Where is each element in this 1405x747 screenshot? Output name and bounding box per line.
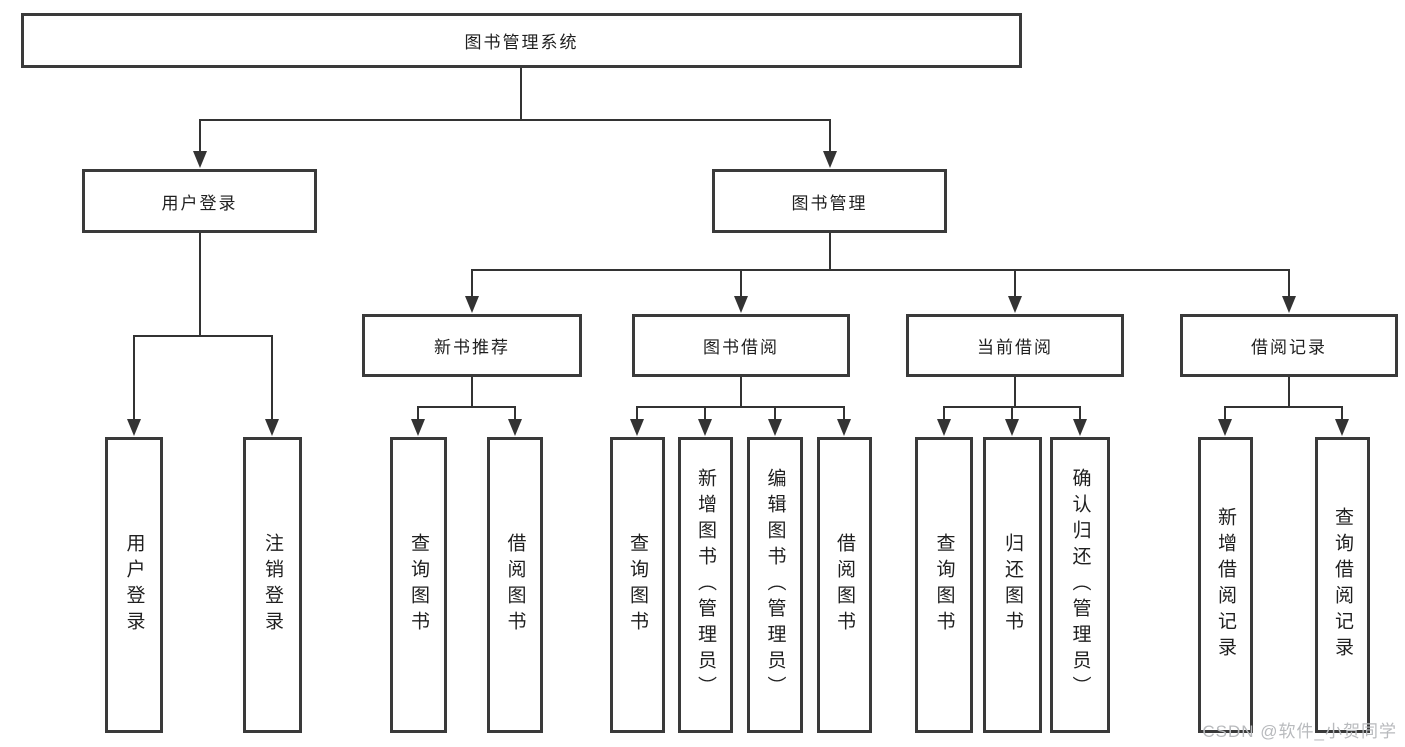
connector-br-crossbar	[1224, 406, 1343, 408]
connector-nbr-stem	[471, 377, 473, 408]
connector-cb-stem	[1014, 377, 1016, 408]
node-new-book-recommend: 新书推荐	[362, 314, 582, 377]
leaf-cb-return-book: 归还图书	[983, 437, 1042, 733]
arrow-down-icon	[465, 296, 479, 313]
arrow-down-icon	[193, 151, 207, 168]
arrow-down-icon	[630, 419, 644, 436]
arrow-down-icon	[411, 419, 425, 436]
arrow-down-icon	[837, 419, 851, 436]
connector-cb-drop-1	[943, 406, 945, 420]
leaf-nbr-query-book: 查询图书	[390, 437, 447, 733]
arrow-down-icon	[698, 419, 712, 436]
connector-bb-drop-1	[636, 406, 638, 420]
node-borrow-records: 借阅记录	[1180, 314, 1398, 377]
connector-root-stem	[520, 68, 522, 120]
connector-ul-crossbar	[133, 335, 273, 337]
arrow-down-icon	[508, 419, 522, 436]
arrow-down-icon	[265, 419, 279, 436]
node-book-management: 图书管理	[712, 169, 947, 233]
connector-bb-drop-3	[774, 406, 776, 420]
connector-bb-stem	[740, 377, 742, 408]
leaf-nbr-borrow-book: 借阅图书	[487, 437, 543, 733]
connector-cb-drop-3	[1079, 406, 1081, 420]
leaf-user-login: 用户登录	[105, 437, 163, 733]
connector-bb-drop-2	[704, 406, 706, 420]
leaf-bb-borrow-book: 借阅图书	[817, 437, 872, 733]
arrow-down-icon	[127, 419, 141, 436]
connector-bm-drop-2	[740, 269, 742, 297]
leaf-cb-query-book: 查询图书	[915, 437, 973, 733]
connector-ul-drop-2	[271, 335, 273, 419]
leaf-cb-confirm-return-admin: 确认归还（管理员）	[1050, 437, 1110, 733]
node-root: 图书管理系统	[21, 13, 1022, 68]
connector-ul-stem	[199, 233, 201, 337]
csdn-watermark: CSDN @软件_小贺同学	[1202, 722, 1397, 741]
connector-bb-crossbar	[636, 406, 845, 408]
connector-root-crossbar	[199, 119, 831, 121]
connector-cb-drop-2	[1011, 406, 1013, 420]
leaf-logout: 注销登录	[243, 437, 302, 733]
arrow-down-icon	[1335, 419, 1349, 436]
arrow-down-icon	[768, 419, 782, 436]
connector-root-right-drop	[829, 119, 831, 152]
leaf-bb-query-book: 查询图书	[610, 437, 665, 733]
connector-bm-drop-3	[1014, 269, 1016, 297]
arrow-down-icon	[1218, 419, 1232, 436]
connector-br-drop-1	[1224, 406, 1226, 420]
leaf-bb-add-book-admin: 新增图书（管理员）	[678, 437, 733, 733]
node-current-borrow: 当前借阅	[906, 314, 1124, 377]
node-book-borrow: 图书借阅	[632, 314, 850, 377]
arrow-down-icon	[1282, 296, 1296, 313]
connector-nbr-crossbar	[417, 406, 516, 408]
leaf-br-add-record: 新增借阅记录	[1198, 437, 1253, 733]
leaf-bb-edit-book-admin: 编辑图书（管理员）	[747, 437, 803, 733]
connector-bm-crossbar	[471, 269, 1290, 271]
arrow-down-icon	[937, 419, 951, 436]
connector-bm-drop-4	[1288, 269, 1290, 297]
connector-br-drop-2	[1341, 406, 1343, 420]
arrow-down-icon	[1008, 296, 1022, 313]
connector-bm-stem	[829, 233, 831, 271]
arrow-down-icon	[823, 151, 837, 168]
arrow-down-icon	[734, 296, 748, 313]
connector-nbr-drop-1	[417, 406, 419, 420]
arrow-down-icon	[1073, 419, 1087, 436]
connector-bm-drop-1	[471, 269, 473, 297]
connector-root-left-drop	[199, 119, 201, 152]
connector-br-stem	[1288, 377, 1290, 408]
leaf-br-query-record: 查询借阅记录	[1315, 437, 1370, 733]
connector-bb-drop-4	[843, 406, 845, 420]
arrow-down-icon	[1005, 419, 1019, 436]
connector-nbr-drop-2	[514, 406, 516, 420]
node-user-login: 用户登录	[82, 169, 317, 233]
connector-ul-drop-1	[133, 335, 135, 419]
